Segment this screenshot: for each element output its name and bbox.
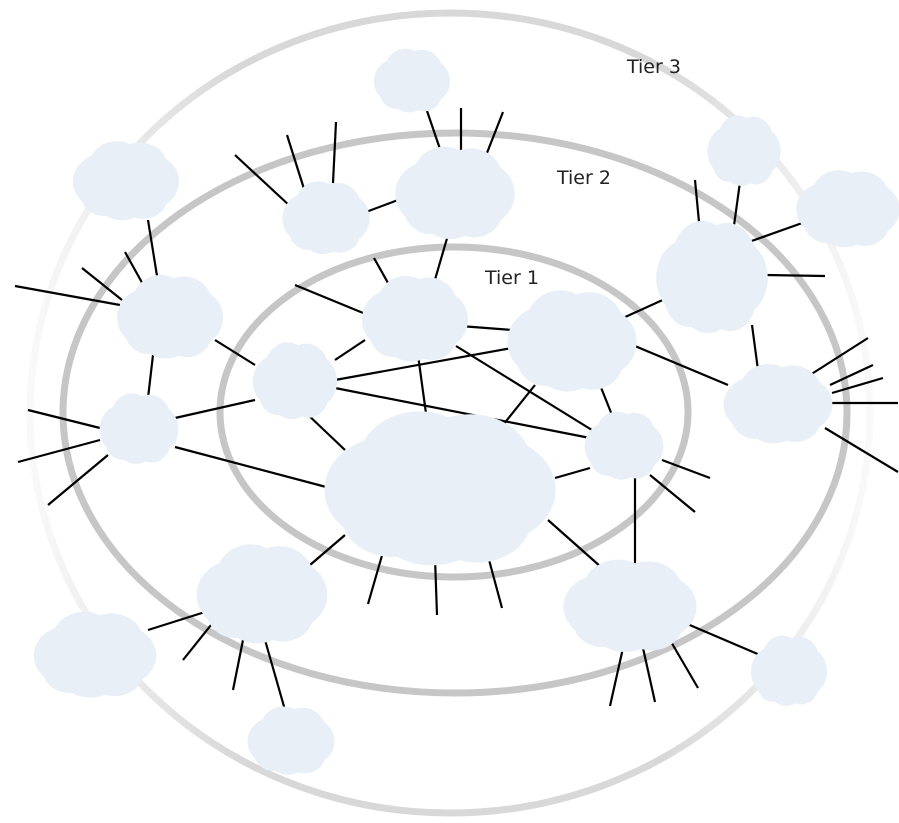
isp-cloud-tier2 bbox=[395, 146, 515, 240]
isp-cloud-tier2 bbox=[563, 559, 697, 653]
network-clouds bbox=[33, 48, 899, 775]
tier2-label: Tier 2 bbox=[556, 167, 611, 189]
isp-cloud-tier3 bbox=[796, 170, 899, 248]
tier1-ring bbox=[216, 243, 692, 581]
isp-cloud-tier3 bbox=[72, 141, 180, 221]
isp-cloud-tier2 bbox=[656, 220, 768, 334]
isp-cloud-tier3 bbox=[750, 635, 828, 706]
tier3-label: Tier 3 bbox=[626, 56, 681, 78]
isp-cloud-tier3 bbox=[707, 115, 781, 186]
isp-cloud-tier2 bbox=[116, 274, 224, 359]
isp-cloud-tier1-large bbox=[324, 411, 556, 566]
isp-cloud-tier3 bbox=[33, 611, 157, 698]
isp-cloud-tier3 bbox=[247, 706, 335, 775]
isp-cloud-tier1 bbox=[361, 275, 469, 362]
isp-cloud-tier1 bbox=[507, 290, 637, 392]
isp-cloud-tier2 bbox=[99, 393, 179, 464]
isp-cloud-tier1 bbox=[252, 342, 338, 420]
tier1-label: Tier 1 bbox=[484, 267, 539, 289]
tier2-ring bbox=[59, 129, 851, 697]
isp-cloud-tier2 bbox=[196, 544, 328, 644]
isp-cloud-tier1 bbox=[584, 411, 664, 480]
isp-cloud-tier2 bbox=[723, 364, 833, 444]
isp-cloud-tier2 bbox=[282, 181, 370, 254]
tier3-ring bbox=[26, 9, 874, 817]
isp-cloud-tier3 bbox=[373, 48, 451, 113]
